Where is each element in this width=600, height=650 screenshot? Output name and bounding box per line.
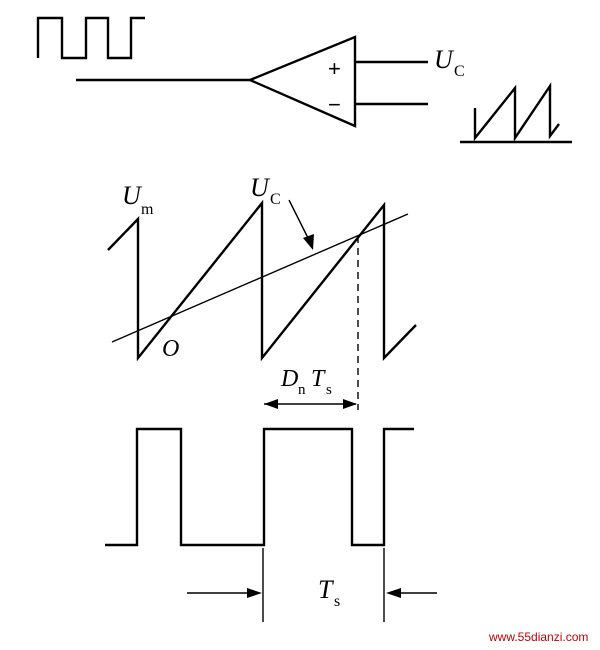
sawtooth-waveform — [107, 199, 417, 362]
ts-arrow-right-head — [386, 588, 401, 598]
control-voltage-line — [111, 213, 409, 343]
comparator-triangle — [246, 35, 357, 128]
uc-label-sub: C — [270, 191, 281, 208]
sawtooth-symbol — [473, 82, 560, 142]
uc-leader-arrowhead — [303, 234, 314, 250]
uc-top-label-sub: C — [454, 63, 465, 80]
uc-top-label-main: U — [434, 45, 455, 74]
dn-label-main: D — [280, 366, 298, 392]
dnts-arrow-left — [264, 399, 278, 409]
minus-sign: − — [328, 92, 341, 117]
ts-label-sub: s — [334, 593, 340, 610]
plus-sign: + — [328, 56, 341, 81]
pwm-output-waveform — [105, 427, 414, 547]
input-pulse-symbol — [36, 16, 145, 60]
uc-label-main: U — [250, 173, 271, 202]
um-label-main: U — [122, 181, 143, 210]
dn-ts-label-sub: s — [326, 382, 332, 398]
dnts-arrow-right — [343, 399, 357, 409]
origin-label: O — [162, 336, 179, 362]
um-label-sub: m — [141, 201, 154, 218]
ts-arrow-left-head — [247, 588, 262, 598]
watermark-text: www.55dianzi.com — [488, 630, 588, 644]
ts-label-main: T — [318, 575, 334, 604]
uc-leader-line — [288, 199, 311, 243]
dn-ts-label-main: T — [311, 366, 326, 392]
dn-label-sub: n — [298, 382, 306, 398]
